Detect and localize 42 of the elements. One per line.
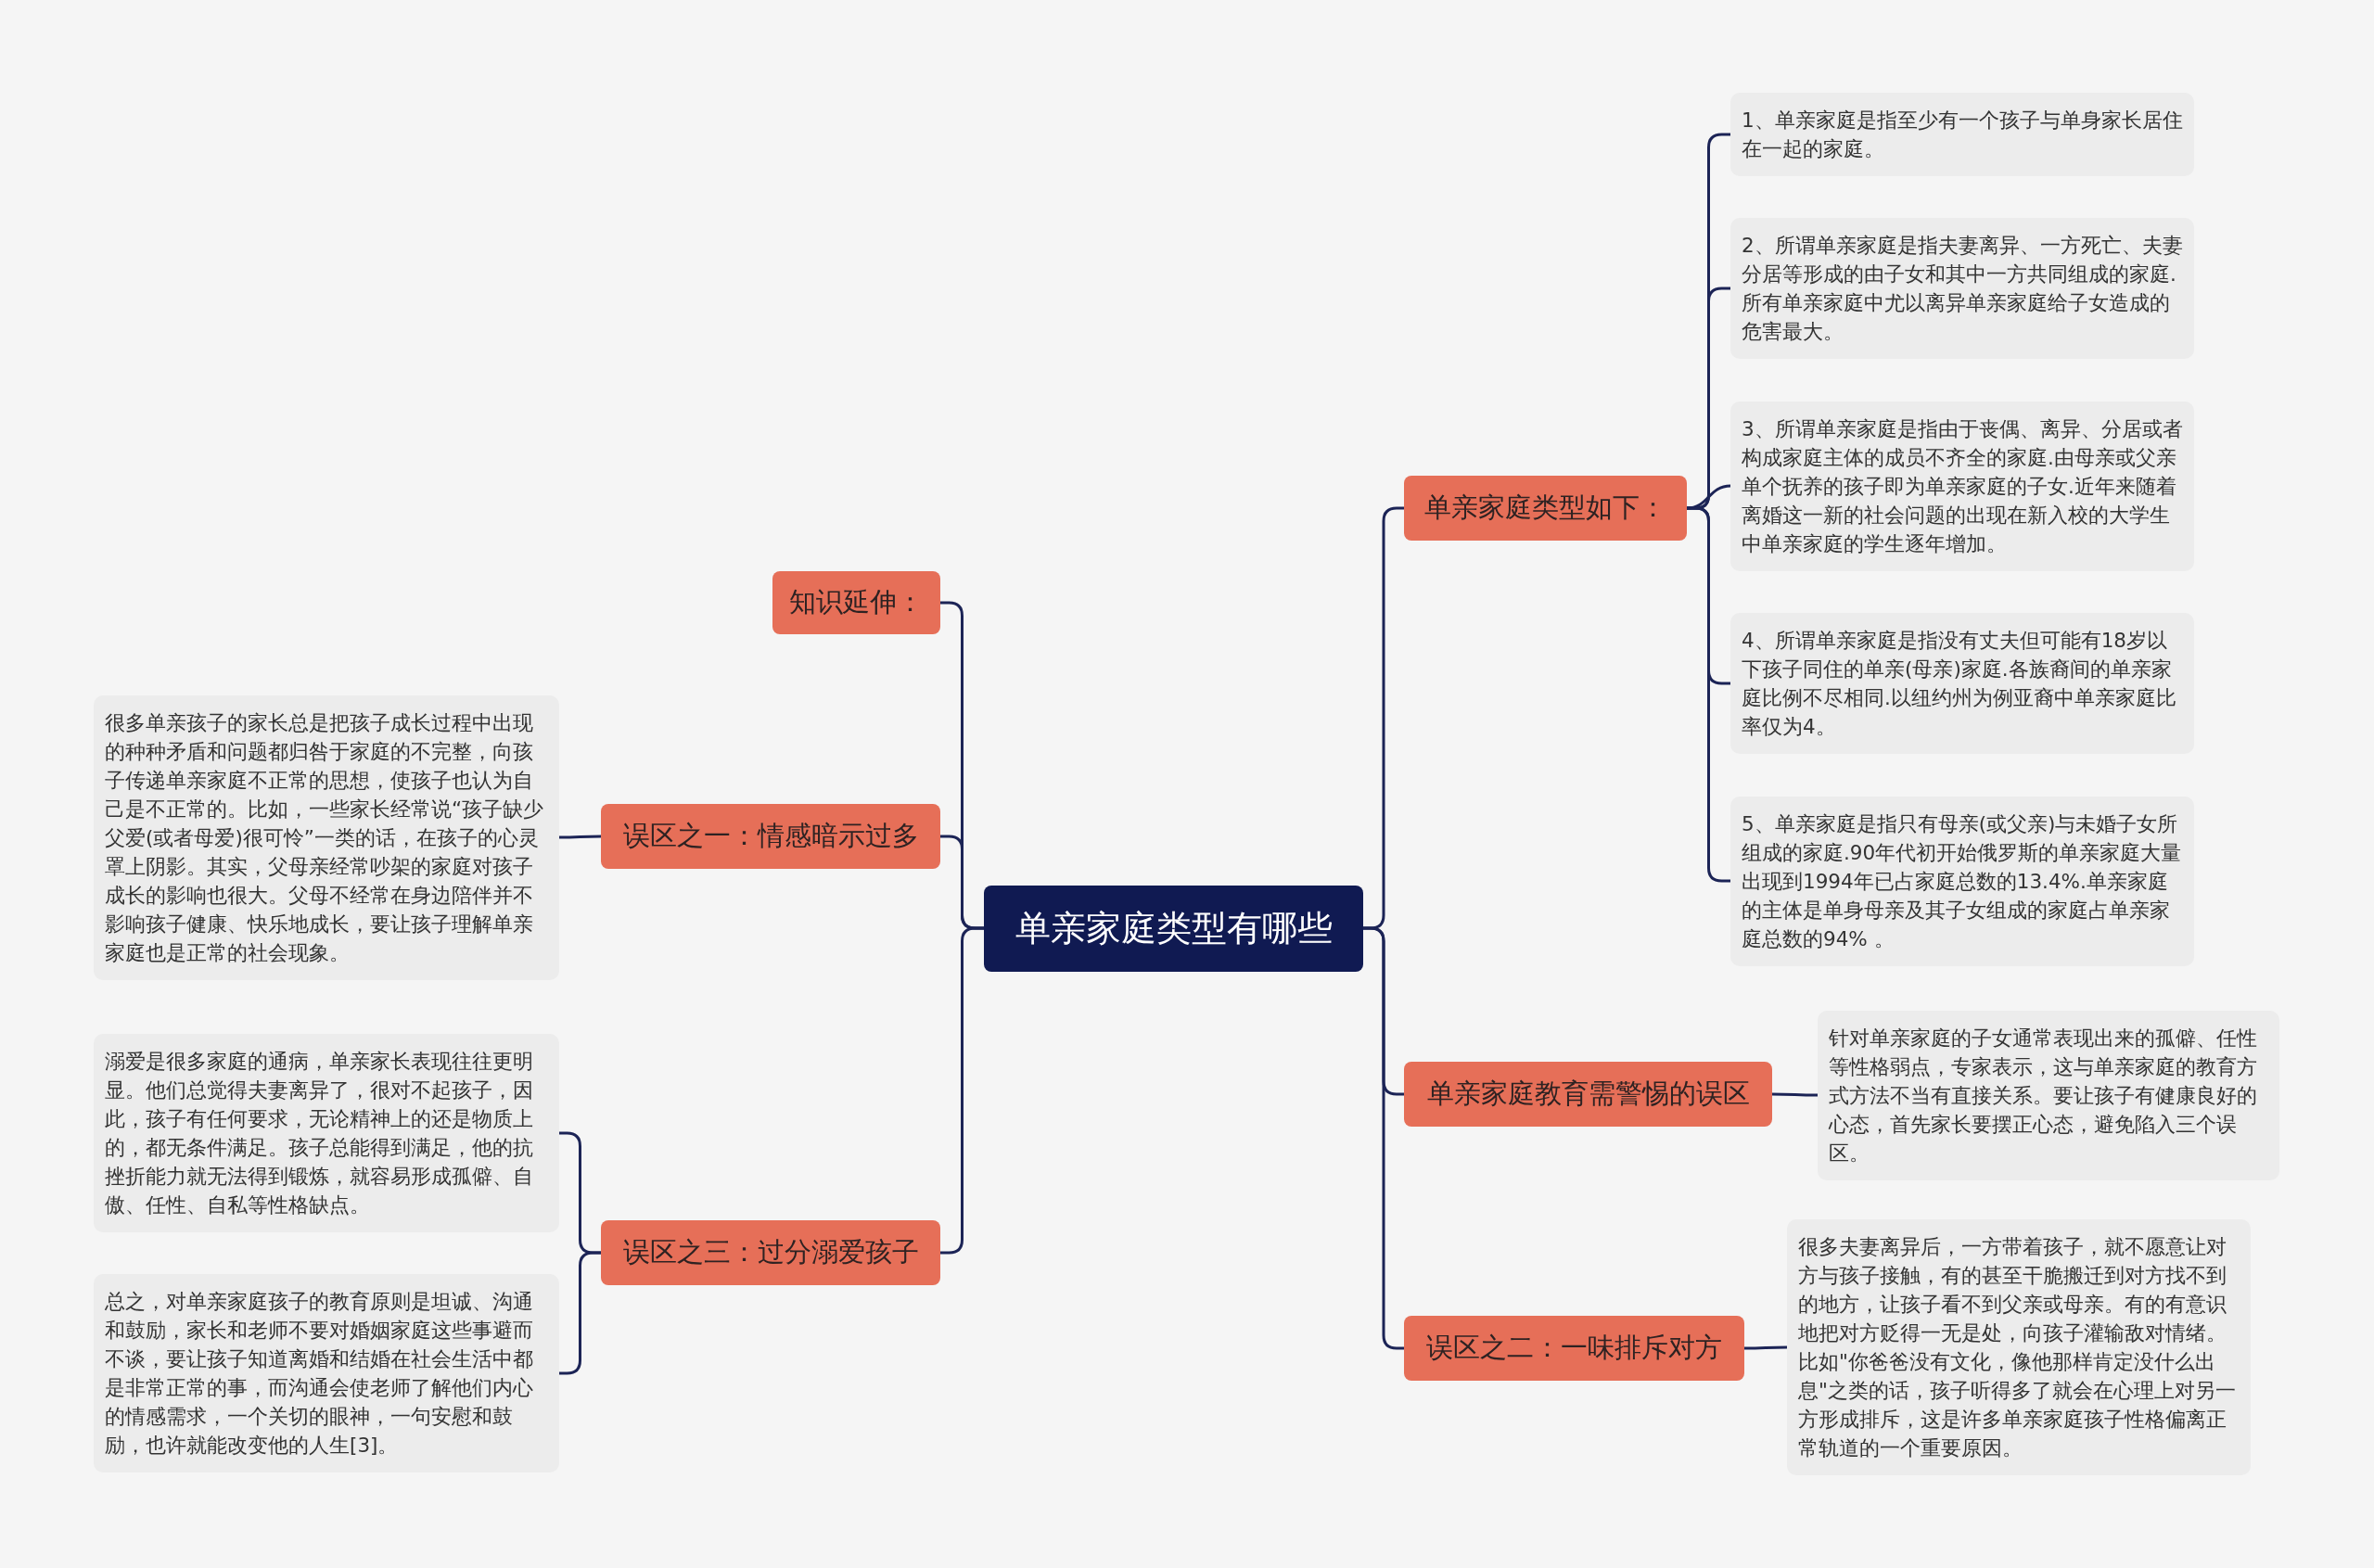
note-card [1730,796,2194,966]
topic-box [1404,476,1687,541]
connector-line [559,835,601,839]
note-text: 总之，对单亲家庭孩子的教育原则是坦诚、沟通和鼓励，家长和老师不要对婚姻家庭这些事避而不谈，要让孩子知道离婚和结婚在社会生活中都是非常正常的事，而沟通会使老师了解他们内心的情感需求，一个关切的眼神，一句安慰和鼓励，也许就能改变他的人生[3]。 [105,1290,533,1457]
note-text: 很多单亲孩子的家长总是把孩子成长过程中出现的种种矛盾和问题都归咎于家庭的不完整，向孩子传递单亲家庭不正常的思想，使孩子也认为自己是不正常的。比如，一些家长经常说“孩子缺少父爱(或者母爱)很可怜”一类的话，在孩子的心灵罩上阴影。其实，父母亲经常吵架的家庭对孩子成长的影响也很大。父母不经常在身边陪伴并不影响孩子健康、快乐地成长，要让孩子理解单亲家庭也是正常的社会现象。 [105,710,544,964]
note-card [1730,218,2194,359]
note-card [1818,1010,2279,1180]
note-text: 5、单亲家庭是指只有母亲(或父亲)与未婚子女所组成的家庭.90年代初开始俄罗斯的单亲家庭大量出现到1994年已占家庭总数的13.4%.单亲家庭的主体是单身母亲及其子女组成的家庭占单亲家庭总数的94% 。 [1742,811,2182,950]
topic-text: 误区之三：过分溺爱孩子 [622,1235,919,1269]
note-card [94,1034,559,1232]
topic-text: 单亲家庭类型如下： [1424,491,1666,525]
connector-line [1772,1092,1818,1097]
note-text: 3、所谓单亲家庭是指由于丧偶、离异、分居或者构成家庭主体的成员不齐全的家庭.由母亲或父亲单个抚养的孩子即为单亲家庭的子女.近年来随着离婚这一新的社会问题的出现在新入校的大学生中单亲家庭的学生逐年增加。 [1742,416,2183,555]
topic-box [1404,1062,1772,1127]
connector-line [1686,484,1731,510]
topic-box [601,804,940,869]
note-text: 针对单亲家庭的子女通常表现出来的孤僻、任性等性格弱点，专家表示，这与单亲家庭的教育方式方法不当有直接关系。要让孩子有健康良好的心态，首先家长要摆正心态，避免陷入三个误区。 [1829,1026,2257,1165]
note-text: 1、单亲家庭是指至少有一个孩子与单身家长居住在一起的家庭。 [1742,108,2183,160]
topic-text: 知识延伸： [789,585,924,619]
note-text: 4、所谓单亲家庭是指没有丈夫但可能有18岁以下孩子同住的单亲(母亲)家庭.各族裔间的单亲家庭比例不尽相同.以纽约州为例亚裔中单亲家庭比率仅为4。 [1742,629,2176,738]
note-card [1730,401,2194,571]
topic-box [1404,1316,1744,1381]
note-text: 2、所谓单亲家庭是指夫妻离异、一方死亡、夫妻分居等形成的由子女和其中一方共同组成的家庭.所有单亲家庭中尤以离异单亲家庭给子女造成的危害最大。 [1742,234,2183,343]
topic-text: 单亲家庭教育需警惕的误区 [1426,1077,1750,1111]
note-card [94,695,559,980]
note-card [94,1274,559,1472]
note-card [1730,93,2194,176]
connector-line [559,1251,601,1375]
topic-box [772,571,940,634]
central-topic-box [984,885,1363,972]
topic-text: 误区之二：一味排斥对方 [1426,1331,1722,1365]
note-text: 很多夫妻离异后，一方带着孩子，就不愿意让对方与孩子接触，有的甚至干脆搬迁到对方找不到的地方，让孩子看不到父亲或母亲。有的有意识地把对方贬得一无是处，向孩子灌输敌对情绪。比如"你爸爸没有文化，像他那样肯定没什么出息"之类的话，孩子听得多了就会在心理上对另一方形成排斥，这是许多单亲家庭孩子性格偏离正常轨道的一个重要原因。 [1798,1235,2236,1460]
topic-text: 误区之一：情感暗示过多 [622,819,919,853]
connector-line [1687,506,1730,883]
note-card [1787,1219,2251,1475]
connector-line [1363,926,1404,1350]
central-topic-text: 单亲家庭类型有哪些 [1015,906,1333,950]
topic-box [601,1220,940,1285]
note-text: 溺爱是很多家庭的通病，单亲家长表现往往更明显。他们总觉得夫妻离异了，很对不起孩子，因此，孩子有任何要求，无论精神上的还是物质上的，都无条件满足。孩子总能得到满足，他的抗挫折能力就无法得到锻炼，就容易形成孤僻、自傲、任性、自私等性格缺点。 [105,1050,533,1217]
connector-line [1744,1345,1787,1350]
connector-line [940,926,984,1255]
note-card [1730,613,2194,754]
